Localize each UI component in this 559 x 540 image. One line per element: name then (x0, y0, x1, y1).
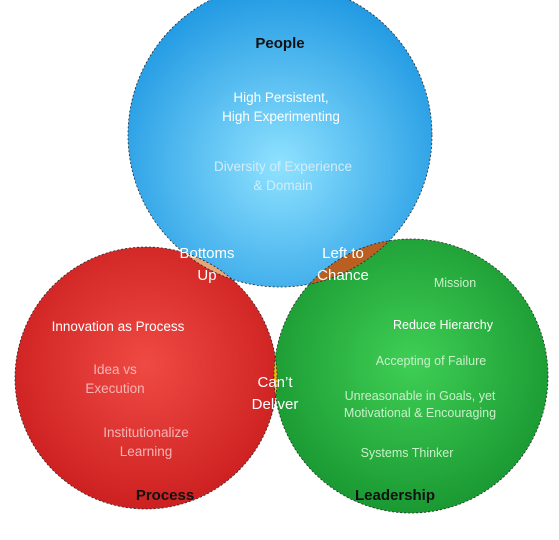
leadership-item: Motivational & Encouraging (344, 406, 496, 420)
leadership-title: Leadership (355, 487, 435, 504)
process-item: Learning (120, 444, 173, 459)
process-item: Idea vs (93, 362, 137, 377)
bottoms-up-label: Up (197, 267, 216, 284)
people-title: People (255, 35, 304, 52)
process-item: Institutionalize (103, 425, 189, 440)
process-circle (15, 247, 277, 509)
left-to-chance-label: Chance (317, 267, 369, 284)
people-item: & Domain (253, 178, 312, 193)
sweet-spot-label: Sweet (261, 291, 290, 303)
leadership-circle (274, 239, 548, 513)
process-item: Innovation as Process (52, 319, 185, 334)
cant-deliver-label: Deliver (252, 396, 299, 413)
leadership-item: Mission (434, 276, 476, 290)
left-to-chance-label: Left to (322, 245, 364, 262)
process-item: Execution (85, 381, 144, 396)
people-item: High Experimenting (222, 109, 340, 124)
process-title: Process (136, 487, 194, 504)
people-circle (128, 0, 432, 287)
sweet-spot-label: Spot (265, 305, 287, 317)
bottoms-up-label: Bottoms (179, 245, 234, 262)
people-item: High Persistent, (233, 90, 328, 105)
leadership-item: Systems Thinker (361, 446, 454, 460)
leadership-item: Accepting of Failure (376, 354, 487, 368)
leadership-item: Reduce Hierarchy (393, 318, 494, 332)
circle-outlines (14, 0, 549, 514)
leadership-item: Unreasonable in Goals, yet (345, 389, 496, 403)
people-item: Diversity of Experience (214, 159, 352, 174)
cant-deliver-label: Can’t (257, 374, 293, 391)
